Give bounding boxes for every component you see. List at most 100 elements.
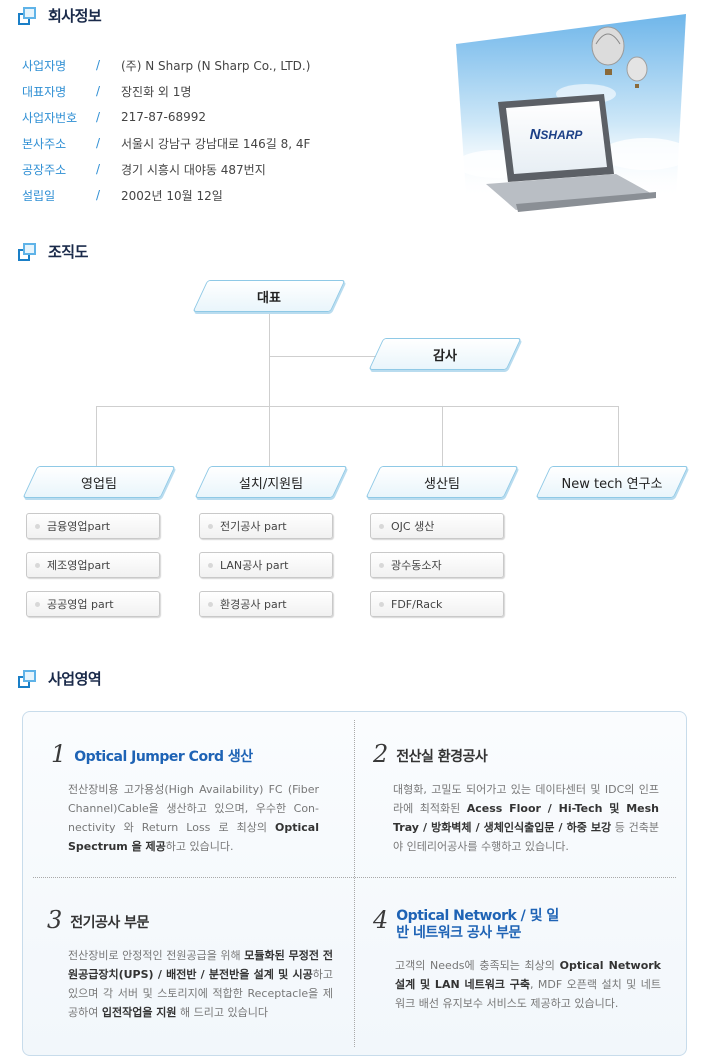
highlight-text: 입전작업을 지원 <box>101 1006 177 1019</box>
info-row: 설립일 / 2002년 10월 12일 <box>22 182 310 208</box>
info-row: 본사주소 / 서울시 강남구 강남대로 146길 8, 4F <box>22 130 310 156</box>
business-item: 4 Optical Network / 및 일반 네트워크 공사 부문 고객의 … <box>373 908 661 1013</box>
business-item-title: 전산실 환경공사 <box>396 749 488 765</box>
part-label: LAN공사 part <box>220 559 289 572</box>
connector-line <box>618 406 619 466</box>
part-item: 광수동소자 <box>370 552 504 578</box>
part-item: 전기공사 part <box>199 513 333 539</box>
info-label: 사업자명 <box>22 58 67 73</box>
part-item: OJC 생산 <box>370 513 504 539</box>
balloon-icon <box>626 56 648 88</box>
divider <box>33 877 676 878</box>
business-item-number: 4 <box>373 906 389 934</box>
highlight-text: Optical Spectrum 을 제공 <box>68 821 319 853</box>
team-box-production: 생산팀 <box>373 466 511 498</box>
team-box-sales: 영업팀 <box>30 466 168 498</box>
info-separator: / <box>96 84 101 98</box>
part-label: FDF/Rack <box>391 597 443 611</box>
info-separator: / <box>96 162 101 176</box>
body-text: 등 건축분야 인테리어공사를 수행하고 있습니다. <box>393 821 659 853</box>
part-item: FDF/Rack <box>370 591 504 617</box>
part-item: 환경공사 part <box>199 591 333 617</box>
business-item-text: 전산장비용 고가용성(High Availability) FC (Fiber … <box>68 780 319 856</box>
body-text: 대형화, 고밀도 되어가고 있는 데이타센터 및 IDC의 인프라에 최적화된 <box>393 783 659 815</box>
info-separator: / <box>96 110 101 124</box>
info-separator: / <box>96 58 101 72</box>
balloon-icon <box>591 26 625 75</box>
company-info-title: 회사정보 <box>48 7 102 25</box>
auditor-box: 감사 <box>376 338 514 370</box>
info-separator: / <box>96 136 101 150</box>
ceo-box: 대표 <box>200 280 338 312</box>
body-text: 전산장비로 안정적인 전원공급을 위해 <box>68 949 245 962</box>
team-box-install: 설치/지원팀 <box>202 466 340 498</box>
business-heading: 사업영역 <box>18 668 102 689</box>
org-chart-title: 조직도 <box>48 243 88 261</box>
info-value: 서울시 강남구 강남대로 146길 8, 4F <box>121 136 311 151</box>
connector-line <box>96 406 97 466</box>
info-value: 경기 시흥시 대야동 487번지 <box>121 162 266 177</box>
part-label: 공공영업 part <box>47 598 114 611</box>
logo-letter: N <box>530 126 542 143</box>
part-label: OJC 생산 <box>391 520 435 533</box>
info-row: 사업자명 / (주) N Sharp (N Sharp Co., LTD.) <box>22 52 310 78</box>
business-item-title: 전기공사 부문 <box>70 915 149 931</box>
business-title: 사업영역 <box>48 670 102 688</box>
section-icon <box>18 6 40 25</box>
highlight-text: Acess Floor / Hi-Tech 및 Mesh Tray / 방화벽체… <box>393 802 659 834</box>
ceo-label: 대표 <box>257 290 281 306</box>
team-label: 설치/지원팀 <box>238 476 304 492</box>
laptop-illustration: NSHARP <box>456 14 696 214</box>
part-item: 공공영업 part <box>26 591 160 617</box>
info-value: 장진화 외 1명 <box>121 84 192 99</box>
info-row: 공장주소 / 경기 시흥시 대야동 487번지 <box>22 156 310 182</box>
business-panel: 1 Optical Jumper Cord 생산 전산장비용 고가용성(High… <box>22 711 687 1056</box>
connector-line <box>96 406 619 407</box>
section-icon <box>18 242 40 261</box>
info-value: (주) N Sharp (N Sharp Co., LTD.) <box>121 58 311 73</box>
info-label: 설립일 <box>22 188 56 203</box>
business-item-number: 1 <box>51 740 67 768</box>
team-label: 생산팀 <box>424 476 460 492</box>
business-item-number: 2 <box>373 740 389 768</box>
svg-text:NSHARP: NSHARP <box>530 126 584 143</box>
body-text: 전산장비용 고가용성(High Availability) FC (Fiber … <box>68 783 319 834</box>
team-label: 영업팀 <box>81 476 117 492</box>
business-item-text: 대형화, 고밀도 되어가고 있는 데이타센터 및 IDC의 인프라에 최적화된 … <box>393 780 659 856</box>
part-item: 금융영업part <box>26 513 160 539</box>
info-value: 2002년 10월 12일 <box>121 188 223 203</box>
laptop-illustration-graphic: NSHARP <box>456 14 691 212</box>
part-label: 광수동소자 <box>391 559 442 572</box>
info-separator: / <box>96 188 101 202</box>
highlight-text: Optical Network 설계 및 LAN 네트워크 구축 <box>395 959 661 991</box>
logo-text: SHARP <box>540 128 583 142</box>
body-text: 고객의 Needs에 충족되는 최상의 <box>395 959 560 972</box>
body-text: , MDF 오픈랙 설치 및 네트워크 배선 유지보수 서비스도 제공하고 있습… <box>395 978 661 1010</box>
info-label: 본사주소 <box>22 136 67 151</box>
body-text: 하고 있습니다. <box>165 840 234 853</box>
company-info-heading: 회사정보 <box>18 5 102 26</box>
info-label: 공장주소 <box>22 162 67 177</box>
business-item: 2 전산실 환경공사 대형화, 고밀도 되어가고 있는 데이타센터 및 IDC의… <box>373 742 659 856</box>
team-box-newtech: New tech 연구소 <box>543 466 681 498</box>
part-label: 금융영업part <box>47 520 111 533</box>
business-item: 3 전기공사 부문 전산장비로 안정적인 전원공급을 위해 모듈화된 무정전 전… <box>47 908 333 1022</box>
section-icon <box>18 669 40 688</box>
team-label: New tech 연구소 <box>561 476 663 492</box>
org-chart-heading: 조직도 <box>18 241 88 262</box>
info-value: 217-87-68992 <box>121 110 207 124</box>
business-item-title: Optical Jumper Cord 생산 <box>74 749 253 765</box>
part-label: 환경공사 part <box>220 598 287 611</box>
highlight-text: 모듈화된 무정전 전원공급장치(UPS) / 배전반 / 분전반을 설계 및 시… <box>68 949 333 981</box>
business-item: 1 Optical Jumper Cord 생산 전산장비용 고가용성(High… <box>51 742 319 856</box>
business-item-title: Optical Network / 및 일반 네트워크 공사 부문 <box>396 908 559 941</box>
info-row: 대표자명 / 장진화 외 1명 <box>22 78 310 104</box>
body-text: 하고 있으며 각 서버 및 스토리지에 적합한 Receptacle을 제공하여 <box>68 968 333 1019</box>
info-label: 사업자번호 <box>22 110 78 125</box>
part-item: 제조영업part <box>26 552 160 578</box>
part-label: 전기공사 part <box>220 520 287 533</box>
connector-line <box>269 308 270 406</box>
divider <box>354 720 355 1047</box>
business-item-number: 3 <box>47 906 63 934</box>
connector-line <box>442 406 443 466</box>
